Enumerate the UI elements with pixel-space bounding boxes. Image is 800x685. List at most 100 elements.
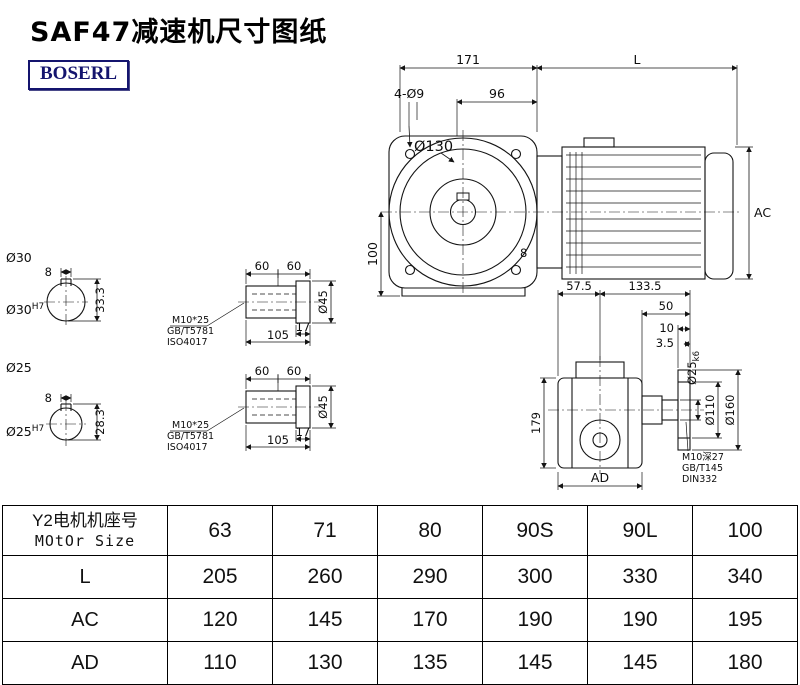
- shaftB-dia-45: Ø45: [316, 395, 330, 419]
- table-cell: 190: [482, 598, 588, 642]
- note-din332: DIN332: [682, 474, 717, 485]
- output-shaft-b: 60 60 17 105 Ø45 M10*25 GB/T5781 ISO4017: [167, 364, 336, 453]
- dim-57-5: 57.5: [566, 279, 592, 293]
- motor-size-header-en: MOtOr Size: [34, 531, 136, 550]
- page-title: SAF47减速机尺寸图纸: [30, 17, 328, 48]
- section30-bore-label: Ø30H7: [6, 302, 44, 317]
- table-row-L: L 205 260 290 300 330 340: [2, 555, 798, 599]
- flange-hole: [404, 148, 416, 160]
- note-gbt145: GB/T145: [682, 463, 723, 474]
- section30-key-height: 33.3: [93, 287, 107, 313]
- size-col-90L: 90L: [587, 505, 693, 556]
- table-cell: 130: [272, 641, 378, 685]
- dim-179: 179: [529, 412, 543, 434]
- note-tap-hole: M10深27: [682, 452, 724, 463]
- flange-hole: [404, 264, 416, 276]
- dim-133-5: 133.5: [629, 279, 662, 293]
- table-cell: 205: [167, 555, 273, 599]
- size-col-63: 63: [167, 505, 273, 556]
- section25-key-width: 8: [45, 391, 52, 405]
- brand-logo: BOSERL: [28, 60, 130, 90]
- shaftA-note-iso: ISO4017: [167, 337, 208, 348]
- size-col-80: 80: [377, 505, 483, 556]
- row-label-AD: AD: [2, 641, 168, 685]
- shaftB-dim-17: 17: [296, 425, 311, 439]
- table-cell: 120: [167, 598, 273, 642]
- shaft-dia-tol-label: Ø25k6: [685, 351, 702, 385]
- dia-110-label: Ø110: [703, 394, 717, 425]
- table-cell: 260: [272, 555, 378, 599]
- hub-keyway-width: 8: [520, 246, 527, 260]
- size-col-90S: 90S: [482, 505, 588, 556]
- table-cell: 110: [167, 641, 273, 685]
- shaftB-dim-60-2: 60: [287, 364, 302, 378]
- shaftA-note-bolt: M10*25: [172, 315, 209, 326]
- dim-10: 10: [659, 321, 674, 335]
- section30-key-width: 8: [45, 265, 52, 279]
- size-col-100: 100: [692, 505, 798, 556]
- dim-96: 96: [489, 86, 505, 101]
- front-view: 171 L 96 4-Ø9 Ø130 100 AC 8: [365, 52, 771, 297]
- motor-size-header: Y2电机机座号 MOtOr Size: [2, 505, 168, 556]
- flange-hole: [510, 148, 522, 160]
- shaftA-dim-60-1: 60: [255, 259, 270, 273]
- table-cell: 340: [692, 555, 798, 599]
- table-cell: 180: [692, 641, 798, 685]
- dim-171: 171: [456, 52, 480, 67]
- output-shaft-a: 60 60 17 105 Ø45 M10*25 GB/T5781 ISO4017: [167, 259, 336, 348]
- table-cell: 300: [482, 555, 588, 599]
- table-cell: 290: [377, 555, 483, 599]
- section25-dia-label: Ø25: [6, 360, 32, 375]
- holes-callout: 4-Ø9: [394, 86, 424, 101]
- table-cell: 195: [692, 598, 798, 642]
- flange-hole: [510, 264, 522, 276]
- shaft-section-30: Ø30 8 33.3 Ø30H7: [6, 250, 107, 326]
- table-header-row: Y2电机机座号 MOtOr Size 63 71 80 90S 90L 100: [2, 505, 798, 556]
- size-col-71: 71: [272, 505, 378, 556]
- motor-size-header-cn: Y2电机机座号: [32, 511, 138, 531]
- dim-50: 50: [659, 299, 674, 313]
- table-cell: 135: [377, 641, 483, 685]
- dim-100: 100: [365, 242, 380, 266]
- table-cell: 145: [272, 598, 378, 642]
- dim-motor-length-L: L: [634, 52, 641, 67]
- table-cell: 145: [587, 641, 693, 685]
- shaftB-note-std: GB/T5781: [167, 431, 214, 442]
- dim-AD: AD: [591, 470, 609, 485]
- shaftB-note-iso: ISO4017: [167, 442, 208, 453]
- shaftA-dia-45: Ø45: [316, 290, 330, 314]
- fan-cowl: [704, 152, 734, 280]
- side-view-dimensions: 57.5 133.5 50 10 3.5 Ø25k6 Ø110 Ø160 179…: [529, 279, 742, 490]
- shaftB-note-bolt: M10*25: [172, 420, 209, 431]
- dim-3-5: 3.5: [656, 336, 674, 350]
- shaftB-dim-60-1: 60: [255, 364, 270, 378]
- table-cell: 170: [377, 598, 483, 642]
- shaftA-dim-60-2: 60: [287, 259, 302, 273]
- terminal-box: [583, 137, 615, 148]
- motor-outline: [536, 137, 734, 280]
- table-cell: 145: [482, 641, 588, 685]
- dimension-table: Y2电机机座号 MOtOr Size 63 71 80 90S 90L 100 …: [2, 505, 798, 685]
- shaftA-dim-17: 17: [296, 320, 311, 334]
- table-cell: 330: [587, 555, 693, 599]
- section25-bore-label: Ø25H7: [6, 424, 44, 439]
- flange-diameter-label: Ø130: [414, 139, 453, 155]
- motor-fins: [566, 152, 701, 274]
- row-label-AC: AC: [2, 598, 168, 642]
- dia-160-label: Ø160: [723, 394, 737, 425]
- table-row-AC: AC 120 145 170 190 190 195: [2, 598, 798, 642]
- table-cell: 190: [587, 598, 693, 642]
- housing-foot: [401, 288, 526, 297]
- shaftB-dim-105: 105: [267, 433, 289, 447]
- shaftA-note-std: GB/T5781: [167, 326, 214, 337]
- table-row-AD: AD 110 130 135 145 145 180: [2, 641, 798, 685]
- technical-drawing: 171 L 96 4-Ø9 Ø130 100 AC 8 Ø30 8 33.3 Ø…: [6, 52, 771, 490]
- shaftA-dim-105: 105: [267, 328, 289, 342]
- dim-motor-height-AC: AC: [754, 205, 771, 220]
- section25-key-height: 28.3: [93, 409, 107, 435]
- row-label-L: L: [2, 555, 168, 599]
- shaft-section-25: Ø25 8 28.3 Ø25H7: [6, 360, 107, 446]
- front-view-dimensions: 171 L 96 4-Ø9 Ø130 100 AC 8: [365, 52, 771, 297]
- section30-dia-label: Ø30: [6, 250, 32, 265]
- side-view: 57.5 133.5 50 10 3.5 Ø25k6 Ø110 Ø160 179…: [529, 279, 742, 490]
